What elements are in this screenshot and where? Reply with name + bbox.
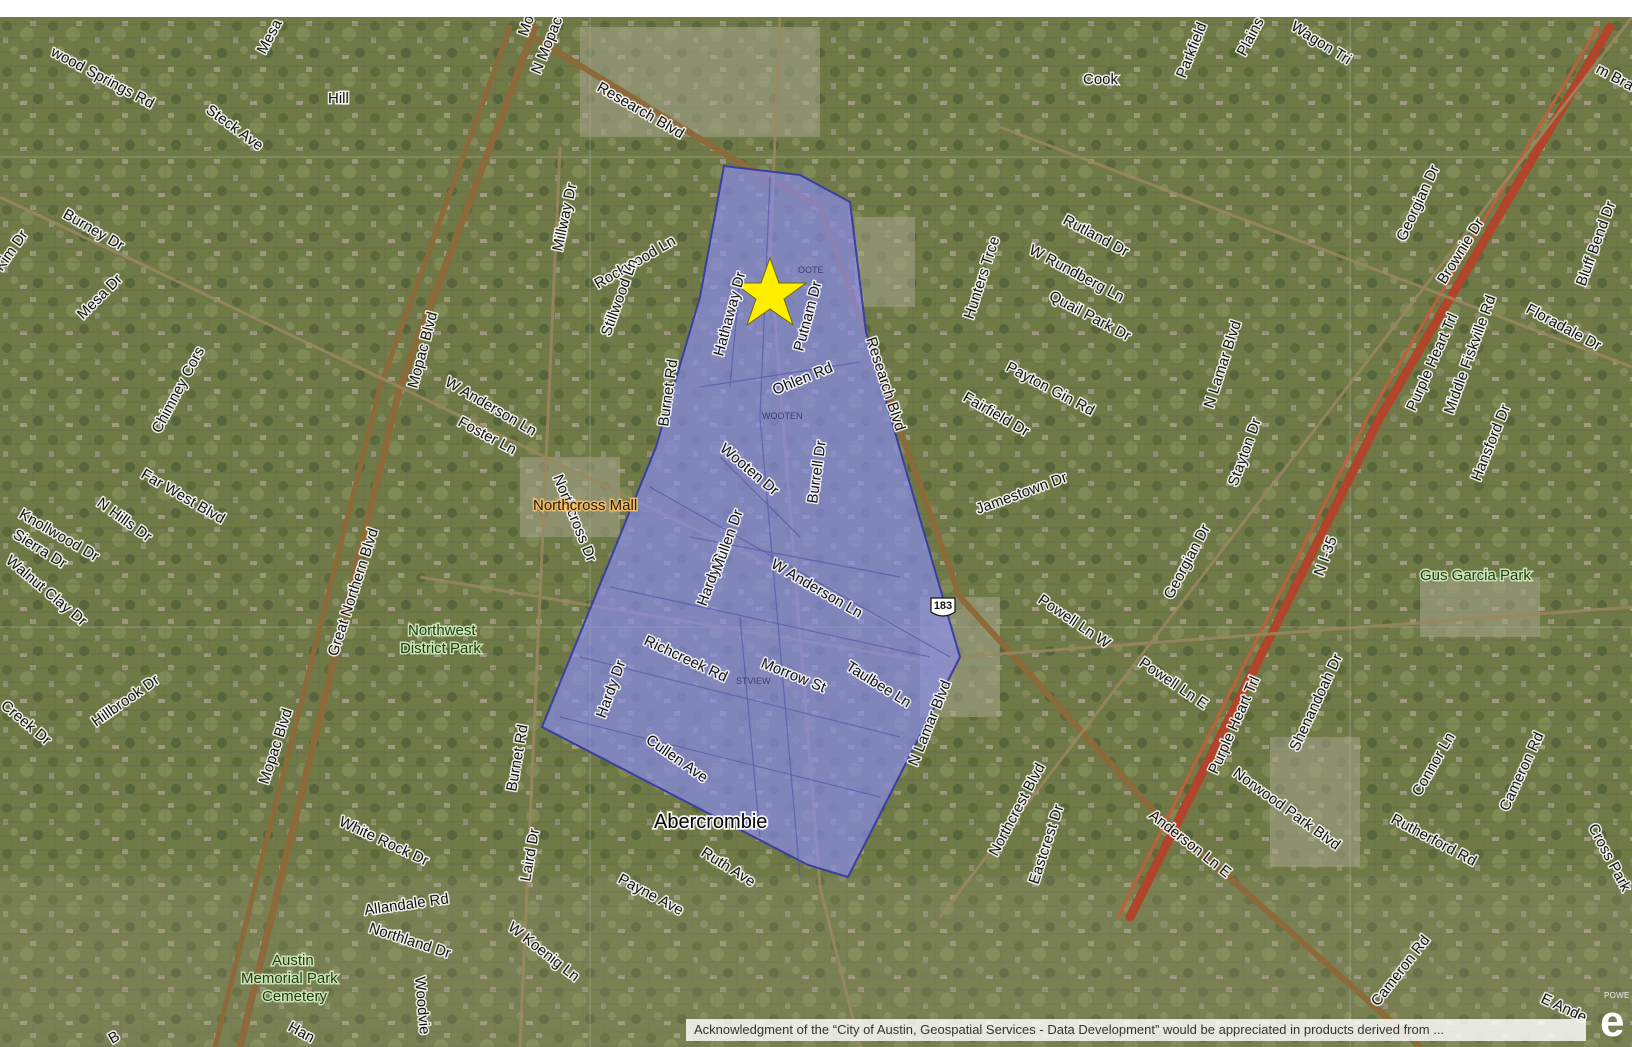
label-austin-memorial-2: Memorial Park <box>241 970 338 987</box>
place-labels: Hill Cook Abercrombie Northcross Mall No… <box>240 70 1533 1007</box>
label-hill: Hill <box>328 90 349 107</box>
label-wooten-mid: WOOTEN <box>762 411 803 421</box>
esri-logo-icon[interactable]: e <box>1600 997 1625 1046</box>
label-austin-memorial-1: Austin <box>272 952 314 969</box>
label-northwest-park-2: District Park <box>400 640 481 657</box>
label-abercrombie: Abercrombie <box>654 811 767 833</box>
label-gus-garcia: Gus Garcia Park <box>1420 567 1531 584</box>
map-attribution: Acknowledgment of the “City of Austin, G… <box>686 1019 1586 1041</box>
star-icon[interactable] <box>732 256 808 327</box>
esri-powered-label: POWE <box>1604 991 1630 1000</box>
map-canvas[interactable]: 183 wood Springs Rd Mesa N Mopac Mo Rese… <box>0 17 1632 1047</box>
map-view[interactable]: 183 wood Springs Rd Mesa N Mopac Mo Rese… <box>0 17 1632 1047</box>
svg-text:183: 183 <box>934 600 952 612</box>
label-cook: Cook <box>1083 71 1119 88</box>
label-austin-memorial-3: Cemetery <box>262 988 328 1005</box>
label-crestview: STVIEW <box>736 676 771 686</box>
label-northcross-mall: Northcross Mall <box>533 497 637 514</box>
highway-shield-183: 183 <box>930 597 956 617</box>
label-northwest-park-1: Northwest <box>408 622 476 639</box>
district-streets <box>559 176 951 878</box>
urban-areas <box>0 27 1632 1047</box>
label-wooten-top: OOTE <box>798 265 824 275</box>
district-boundary[interactable] <box>540 164 962 879</box>
